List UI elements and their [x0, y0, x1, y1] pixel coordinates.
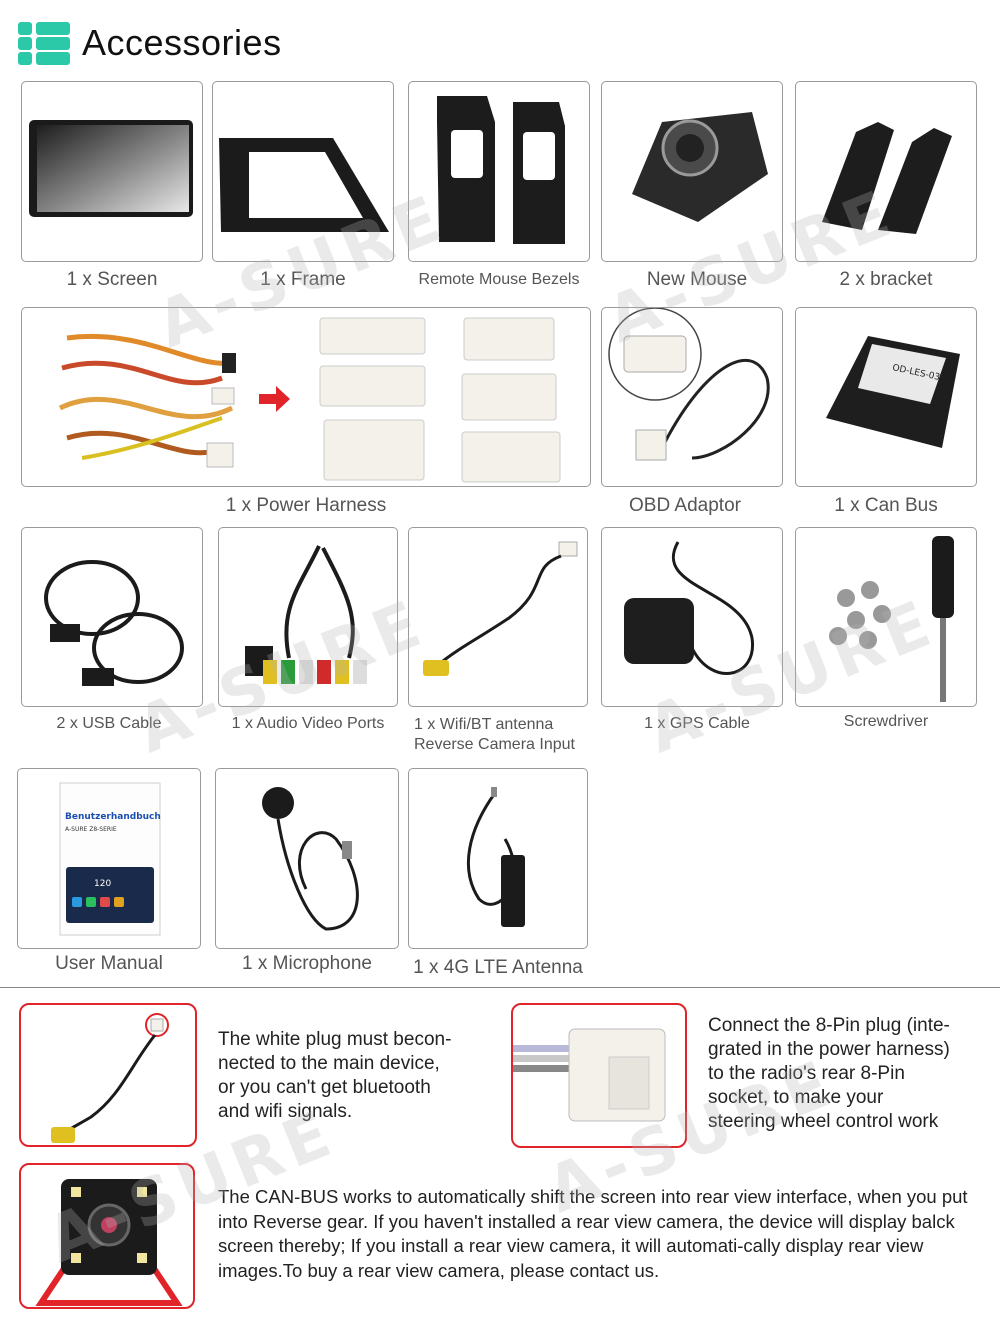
eight-pin-plug-image	[513, 1028, 666, 1122]
microphone-image	[262, 787, 359, 931]
page-header: Accessories	[18, 18, 282, 68]
caption-power-harness: 1 x Power Harness	[225, 495, 387, 516]
audio-video-image	[245, 545, 367, 684]
antenna-plug-note: The white plug must becon- nected to the…	[218, 1029, 452, 1122]
manual-tile: Benutzerhandbuch A-SURE Z8-SERIE 120	[17, 768, 201, 949]
canbus-image: OD-LES-03	[826, 336, 960, 448]
frame-image	[219, 138, 389, 232]
caption-mouse: New Mouse	[646, 269, 748, 290]
usb-tile	[21, 527, 203, 707]
wifi-antenna-image	[423, 541, 578, 676]
antenna-plug-image	[51, 1013, 169, 1143]
bracket-tile	[795, 81, 977, 262]
screen-tile	[21, 81, 203, 262]
manual-subtitle: A-SURE Z8-SERIE	[65, 826, 117, 833]
section-divider	[0, 987, 1000, 988]
page-title: Accessories	[82, 22, 282, 63]
bracket-image	[822, 122, 952, 234]
gps-tile	[601, 527, 783, 707]
power-harness-tile	[21, 307, 591, 487]
frame-tile	[212, 81, 394, 262]
caption-lte-antenna: 1 x 4G LTE Antenna	[413, 957, 583, 978]
reverse-camera-photo	[19, 1163, 195, 1309]
caption-microphone: 1 x Microphone	[242, 953, 372, 974]
caption-obd: OBD Adaptor	[629, 495, 741, 516]
manual-title: Benutzerhandbuch	[65, 812, 161, 822]
canbus-note: The CAN-BUS works to automatically shift…	[218, 1186, 968, 1281]
arrow-right-icon	[259, 386, 290, 412]
caption-wifi-antenna: 1 x Wifi/BT antenna Reverse Camera Input	[414, 715, 594, 755]
caption-screen: 1 x Screen	[66, 269, 158, 290]
bezels-tile	[408, 81, 590, 262]
eight-pin-plug-photo	[511, 1003, 687, 1148]
caption-wifi-line1: 1 x Wifi/BT antenna	[414, 716, 554, 733]
caption-frame: 1 x Frame	[260, 269, 346, 290]
obd-tile	[601, 307, 783, 487]
lte-antenna-tile	[408, 768, 588, 949]
reverse-camera-image	[35, 1179, 183, 1306]
audio-video-tile	[218, 527, 398, 707]
list-icon	[18, 20, 70, 66]
caption-screwdriver: Screwdriver	[843, 713, 929, 730]
manual-image: Benutzerhandbuch A-SURE Z8-SERIE 120	[59, 782, 161, 936]
caption-canbus: 1 x Can Bus	[834, 495, 938, 516]
caption-bracket: 2 x bracket	[839, 269, 933, 290]
screwdriver-image	[829, 536, 954, 702]
caption-wifi-line2: Reverse Camera Input	[414, 736, 575, 753]
obd-image	[608, 308, 770, 461]
mouse-image	[632, 112, 768, 222]
screen-image	[29, 120, 193, 217]
caption-bezels: Remote Mouse Bezels	[418, 271, 580, 288]
bezels-image	[437, 96, 565, 244]
manual-screen-number: 120	[94, 879, 111, 889]
lte-antenna-image	[466, 787, 525, 927]
caption-manual: User Manual	[55, 953, 163, 974]
eight-pin-plug-note: Connect the 8-Pin plug (inte- grated in …	[708, 1015, 950, 1132]
wifi-antenna-tile	[408, 527, 588, 707]
gps-image	[624, 541, 754, 675]
caption-audio-video: 1 x Audio Video Ports	[231, 715, 385, 732]
caption-gps: 1 x GPS Cable	[644, 715, 750, 732]
usb-image	[44, 560, 184, 686]
antenna-plug-photo	[19, 1003, 197, 1147]
mouse-tile	[601, 81, 783, 262]
canbus-tile: OD-LES-03	[795, 307, 977, 487]
caption-usb: 2 x USB Cable	[56, 715, 162, 732]
microphone-tile	[215, 768, 399, 949]
screwdriver-tile	[795, 527, 977, 707]
power-harness-image	[58, 317, 561, 483]
